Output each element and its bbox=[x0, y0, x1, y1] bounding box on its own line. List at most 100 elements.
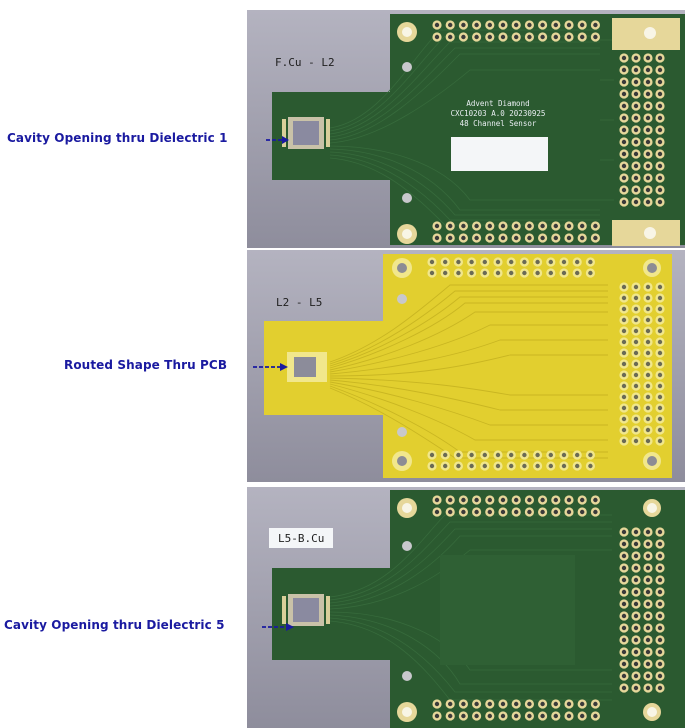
pad bbox=[590, 495, 600, 505]
pad bbox=[511, 699, 521, 709]
pad bbox=[619, 414, 629, 424]
pad bbox=[480, 450, 490, 460]
pad bbox=[655, 161, 665, 171]
pad bbox=[427, 268, 437, 278]
pad bbox=[655, 671, 665, 681]
pad bbox=[643, 414, 653, 424]
pad bbox=[631, 101, 641, 111]
callout-dielectric-5: Cavity Opening thru Dielectric 5 bbox=[4, 618, 225, 632]
pad bbox=[655, 65, 665, 75]
pad bbox=[472, 711, 482, 721]
pad bbox=[619, 113, 629, 123]
pad bbox=[572, 461, 582, 471]
pad bbox=[619, 161, 629, 171]
pad bbox=[533, 268, 543, 278]
pad bbox=[538, 20, 548, 30]
pad bbox=[577, 221, 587, 231]
pad bbox=[519, 268, 529, 278]
callout-routed-shape: Routed Shape Thru PCB bbox=[64, 358, 228, 372]
pad bbox=[643, 282, 653, 292]
pad bbox=[577, 32, 587, 42]
pad bbox=[590, 233, 600, 243]
pad bbox=[643, 348, 653, 358]
pad bbox=[619, 326, 629, 336]
pad bbox=[619, 125, 629, 135]
pad bbox=[655, 599, 665, 609]
pad bbox=[538, 221, 548, 231]
pad bbox=[643, 197, 653, 207]
pad bbox=[655, 89, 665, 99]
pad bbox=[655, 101, 665, 111]
pad bbox=[590, 20, 600, 30]
layer-label-1: F.Cu - L2 bbox=[275, 56, 335, 69]
pad bbox=[619, 539, 629, 549]
pad bbox=[631, 137, 641, 147]
pad bbox=[485, 221, 495, 231]
pad bbox=[533, 257, 543, 267]
pad bbox=[643, 587, 653, 597]
pad bbox=[619, 436, 629, 446]
pad bbox=[498, 32, 508, 42]
pad bbox=[453, 257, 463, 267]
pad bbox=[631, 392, 641, 402]
pad bbox=[619, 635, 629, 645]
pad bbox=[453, 268, 463, 278]
pad bbox=[619, 89, 629, 99]
pad bbox=[619, 599, 629, 609]
pad bbox=[619, 77, 629, 87]
pad bbox=[493, 257, 503, 267]
pad bbox=[619, 563, 629, 573]
pad bbox=[511, 233, 521, 243]
pad bbox=[643, 161, 653, 171]
pad bbox=[533, 450, 543, 460]
pad bbox=[619, 611, 629, 621]
pad bbox=[498, 507, 508, 517]
pad bbox=[564, 711, 574, 721]
pad bbox=[524, 711, 534, 721]
pad bbox=[655, 282, 665, 292]
pad bbox=[458, 507, 468, 517]
pad bbox=[485, 32, 495, 42]
pad bbox=[631, 359, 641, 369]
pad bbox=[643, 89, 653, 99]
pad bbox=[511, 507, 521, 517]
pad bbox=[551, 495, 561, 505]
pad bbox=[564, 221, 574, 231]
ground-pour bbox=[440, 555, 575, 665]
pad bbox=[485, 20, 495, 30]
pad bbox=[655, 575, 665, 585]
pad bbox=[619, 337, 629, 347]
pad bbox=[643, 575, 653, 585]
pad bbox=[643, 392, 653, 402]
pad bbox=[472, 20, 482, 30]
pad bbox=[655, 337, 665, 347]
pad bbox=[445, 233, 455, 243]
pad bbox=[572, 268, 582, 278]
pad bbox=[643, 683, 653, 693]
pad bbox=[619, 370, 629, 380]
pad bbox=[577, 507, 587, 517]
pad bbox=[643, 149, 653, 159]
pad bbox=[631, 370, 641, 380]
pad bbox=[619, 551, 629, 561]
pad bbox=[655, 647, 665, 657]
pad bbox=[619, 359, 629, 369]
pad bbox=[585, 257, 595, 267]
pad bbox=[655, 53, 665, 63]
pcb-board bbox=[272, 14, 685, 245]
pad bbox=[453, 461, 463, 471]
pad bbox=[498, 221, 508, 231]
mounting-holes bbox=[392, 258, 661, 471]
pad bbox=[619, 315, 629, 325]
pad bbox=[643, 647, 653, 657]
pad bbox=[631, 326, 641, 336]
pad bbox=[643, 671, 653, 681]
pad bbox=[458, 221, 468, 231]
pad bbox=[631, 599, 641, 609]
pad bbox=[472, 32, 482, 42]
pad bbox=[643, 527, 653, 537]
pad bbox=[631, 425, 641, 435]
pad bbox=[619, 173, 629, 183]
pad bbox=[524, 507, 534, 517]
pad bbox=[631, 575, 641, 585]
